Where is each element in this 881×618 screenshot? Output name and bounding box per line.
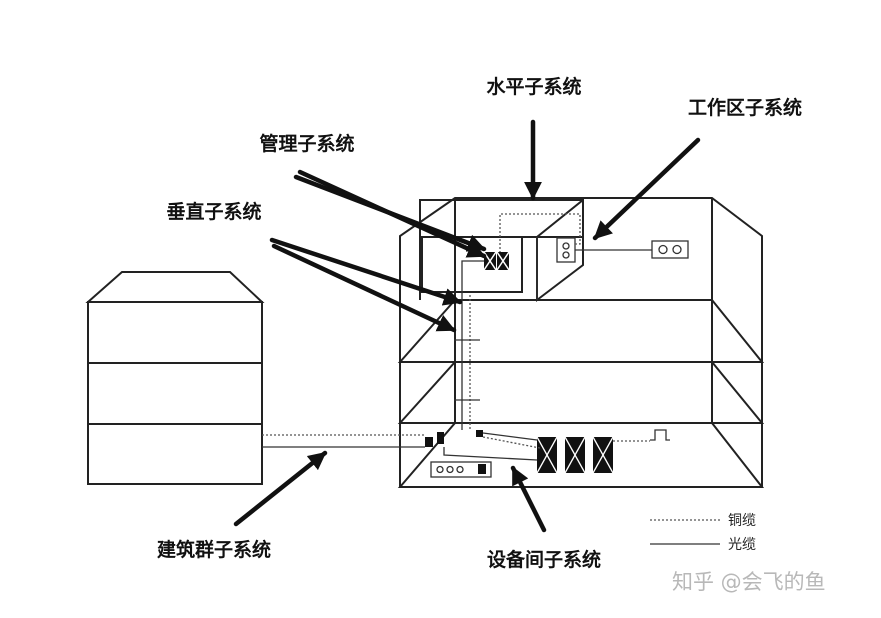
equipment-room (425, 429, 670, 478)
label-work-area: 工作区子系统 (688, 96, 802, 119)
legend: 铜缆 光缆 (650, 513, 756, 553)
label-campus: 建筑群子系统 (157, 538, 271, 561)
terminal-box-icon (651, 240, 689, 259)
label-horizontal: 水平子系统 (486, 75, 581, 98)
campus-cable (262, 434, 425, 448)
work-area (499, 213, 689, 263)
watermark: 知乎 @会飞的鱼 (672, 570, 826, 594)
patch-panel-icon (483, 251, 510, 271)
legend-fiber-label: 光缆 (728, 537, 756, 553)
campus-building (85, 271, 265, 485)
vertical-riser (454, 295, 480, 430)
label-equipment-room: 设备间子系统 (487, 548, 601, 571)
server-box-icon (430, 461, 492, 478)
wall-outlet-icon (556, 237, 576, 263)
equipment-rack-icon (536, 436, 614, 474)
label-management: 管理子系统 (259, 132, 354, 155)
pointer-arrows (233, 119, 701, 533)
label-vertical: 垂直子系统 (166, 200, 261, 223)
legend-copper-label: 铜缆 (728, 513, 756, 529)
